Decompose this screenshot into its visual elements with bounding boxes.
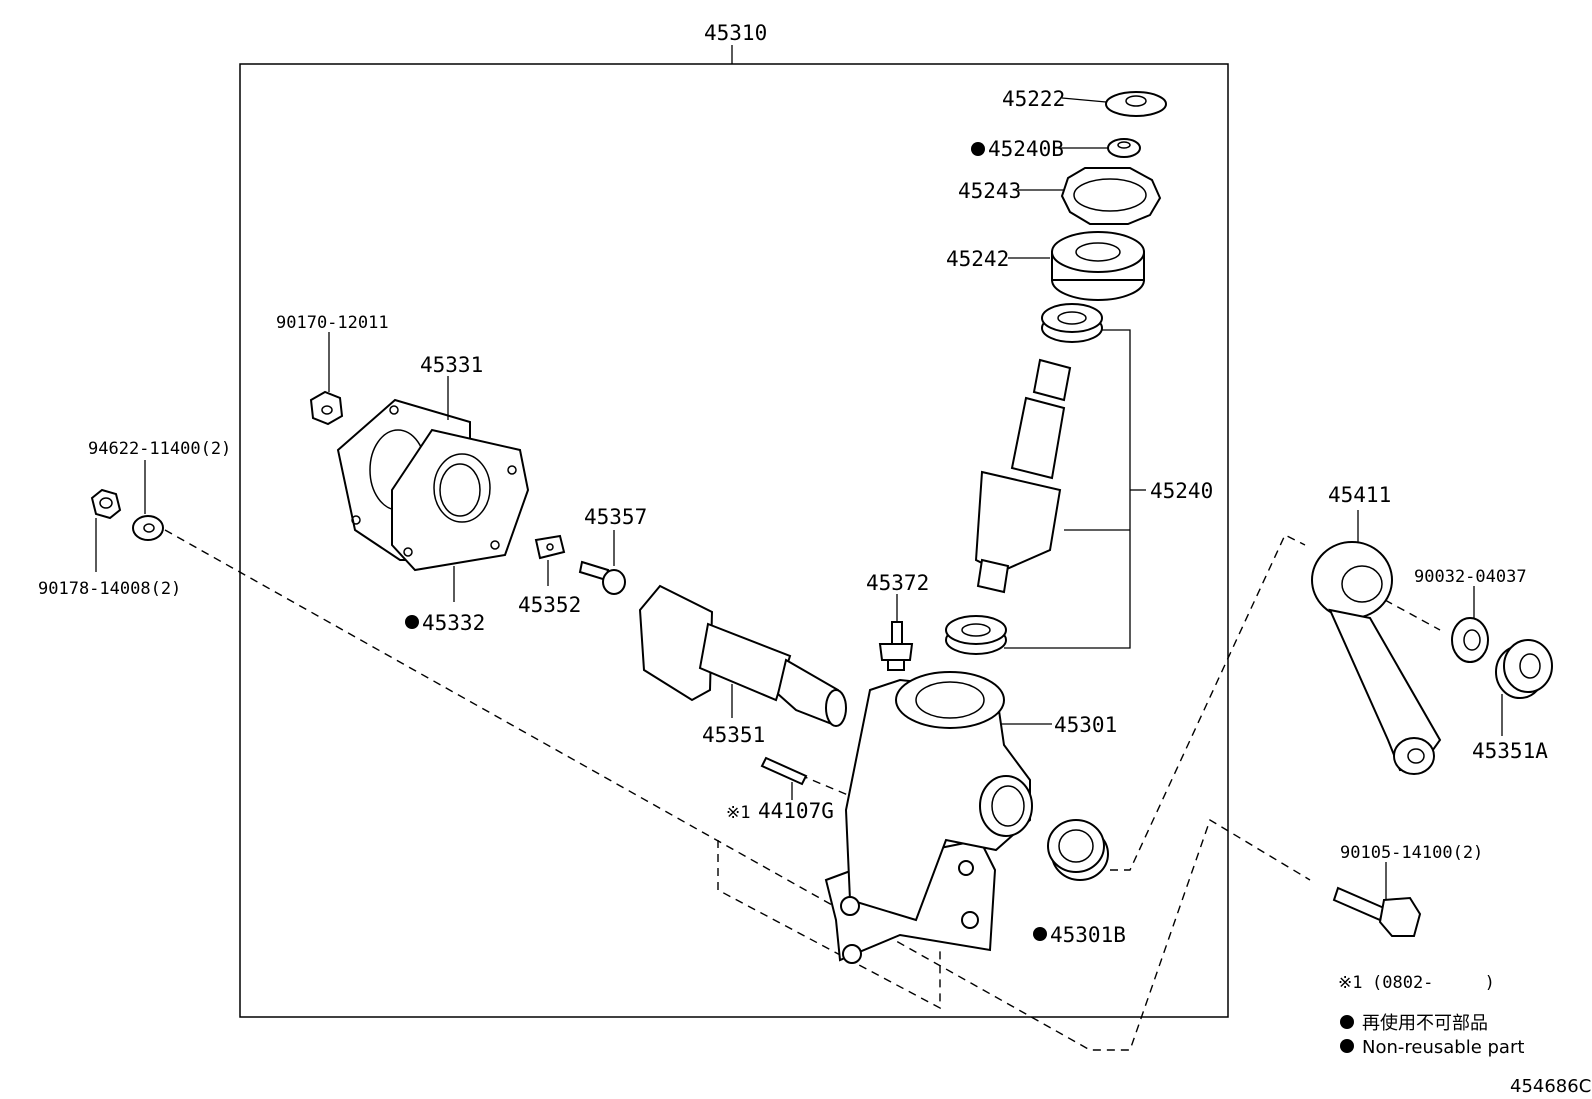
dashed-housing-box [717,840,941,1010]
part-45240B [1107,138,1141,158]
part-90178-14008 [90,488,122,520]
part-45240-worm-shaft [974,358,1072,594]
label-45242: 45242 [946,247,1009,271]
part-45243 [1060,167,1162,225]
label-90170-12011: 90170-12011 [276,313,389,333]
legend-dot-en [1340,1039,1354,1053]
label-45243: 45243 [958,179,1021,203]
label-90032-04037: 90032-04037 [1414,567,1527,587]
label-45331: 45331 [420,353,483,377]
part-94622-11400 [132,515,164,541]
part-44107G [760,756,808,786]
date-note: (0802- ) [1372,973,1495,993]
part-45411 [1311,541,1442,775]
part-45357 [578,560,626,595]
legend-non-reusable-en: Non-reusable part [1362,1037,1524,1058]
part-90170-12011 [309,390,344,426]
illustration-id: 454686C [1510,1076,1591,1097]
part-45301 [824,671,1033,964]
date-note-prefix: ※1 [1338,973,1362,993]
part-45351 [638,584,847,727]
part-45351A [1495,639,1553,699]
label-45222: 45222 [1002,87,1065,111]
label-45351: 45351 [702,723,765,747]
legend-non-reusable-ja: 再使用不可部品 [1362,1013,1488,1034]
dashed-mounting-line [164,529,1311,1051]
part-45240-upper-bearing [1041,303,1103,343]
label-45411: 45411 [1328,483,1391,507]
part-90032-04037 [1451,617,1489,663]
label-45372: 45372 [866,571,929,595]
label-45301: 45301 [1054,713,1117,737]
label-90178-14008: 90178-14008(2) [38,579,181,599]
label-45351A: 45351A [1472,739,1548,763]
legend-dot-ja [1340,1015,1354,1029]
label-45240: 45240 [1150,479,1213,503]
label-45357: 45357 [584,505,647,529]
dashed-arm-line [1110,534,1306,871]
label-44107G: 44107G [758,799,834,823]
part-45372 [878,621,914,671]
label-45240B: 45240B [988,137,1064,161]
part-45240-lower-bearing [945,615,1007,655]
label-45301B: 45301B [1050,923,1126,947]
part-45301B [1047,819,1109,881]
non-reusable-dot-45301B [1033,927,1047,941]
label-45332: 45332 [422,611,485,635]
label-45352: 45352 [518,593,581,617]
part-45242 [1051,231,1145,301]
part-90105-14100 [1332,886,1422,937]
label-90105-14100: 90105-14100(2) [1340,843,1483,863]
label-45310: 45310 [704,21,767,45]
dashed-stud-line [799,774,861,801]
part-45222 [1105,91,1167,117]
label-94622-11400: 94622-11400(2) [88,439,231,459]
part-45352 [534,534,566,560]
assembly-frame [239,63,1229,1018]
label-44107G-prefix: ※1 [726,803,750,823]
dashed-washer-line [1384,599,1441,631]
part-45332 [391,428,530,572]
non-reusable-dot-45332 [405,615,419,629]
non-reusable-dot-45240B [971,142,985,156]
